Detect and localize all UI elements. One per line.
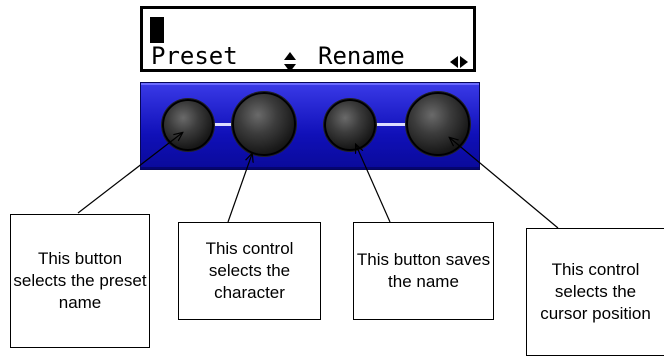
display-preset-label: Preset [151, 42, 238, 70]
display-rename-label: Rename [318, 42, 405, 70]
callout-save-button: This button saves the name [353, 222, 494, 320]
connector-line-left [201, 123, 241, 126]
callout-text: This control selects the character [205, 239, 294, 302]
pointer-line-4 [450, 138, 559, 229]
character-select-knob[interactable] [232, 92, 296, 156]
lcd-display: Preset Rename [140, 6, 476, 72]
callout-text: This button saves the name [356, 250, 491, 291]
callout-preset-button: This button selects the preset name [10, 214, 150, 348]
callout-character-control: This control selects the character [178, 222, 321, 320]
up-down-arrow-icon [284, 52, 296, 72]
callout-text: This control selects the cursor position [540, 260, 651, 323]
connector-line-right [369, 123, 409, 126]
save-name-button[interactable] [324, 99, 376, 151]
text-cursor [150, 17, 164, 43]
callout-text: This button selects the preset name [13, 249, 147, 312]
pointer-line-1 [77, 133, 182, 214]
pointer-line-3 [356, 145, 391, 223]
pointer-line-2 [227, 154, 252, 223]
callout-cursor-control: This control selects the cursor position [526, 228, 664, 356]
left-right-arrow-icon [450, 56, 468, 68]
